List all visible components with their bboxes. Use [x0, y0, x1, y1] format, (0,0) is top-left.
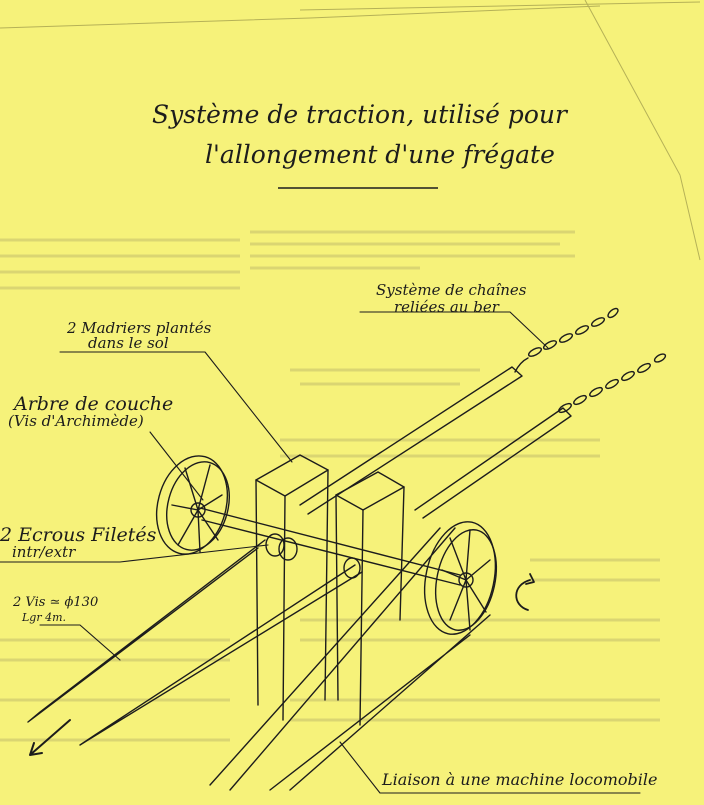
post-right — [335, 471, 405, 726]
label-vis-line-1: 2 Vis ≃ ϕ130 — [13, 595, 99, 610]
left-wheel — [156, 455, 230, 555]
label-madriers-line-2: dans le sol — [88, 334, 169, 352]
screw-rod-left — [27, 539, 266, 723]
leader-arbre — [149, 431, 204, 501]
right-wheel — [423, 521, 497, 635]
chain-links — [514, 307, 667, 414]
drive-belt-1 — [209, 527, 456, 791]
main-shaft — [199, 507, 461, 586]
leader-chains — [359, 311, 549, 349]
label-vis-line-2: Lgr 4m. — [22, 611, 67, 624]
leader-liaison — [339, 741, 641, 794]
faint-background-text — [0, 230, 660, 742]
label-ecrous-line-2: intr/extr — [12, 543, 76, 561]
pull-bar-upper — [299, 366, 523, 515]
label-liaison: Liaison à une machine locomobile — [382, 770, 658, 789]
leader-ecrous — [0, 544, 269, 563]
title-line-2: l'allongement d'une frégate — [205, 140, 555, 169]
post-left — [255, 454, 329, 721]
label-chains-line-2: reliées au ber — [394, 298, 499, 316]
pull-bar-upper-2 — [414, 407, 572, 519]
paper-edges — [0, 0, 701, 261]
label-arbre-line-1: Arbre de couche — [14, 393, 174, 415]
drive-belt-2 — [269, 614, 491, 791]
leader-vis — [39, 624, 121, 661]
label-madriers-line-1: 2 Madriers plantés — [67, 319, 212, 337]
label-ecrous-line-1: 2 Ecrous Filetés — [0, 524, 157, 546]
pull-arrow — [29, 719, 71, 756]
screw-rod-right — [79, 564, 363, 746]
title-line-1: Système de traction, utilisé pour — [152, 100, 567, 129]
rotation-arrow — [515, 573, 535, 611]
leader-madriers — [59, 351, 293, 463]
label-arbre-line-2: (Vis d'Archimède) — [8, 412, 144, 430]
label-chains-line-1: Système de chaînes — [376, 281, 527, 299]
